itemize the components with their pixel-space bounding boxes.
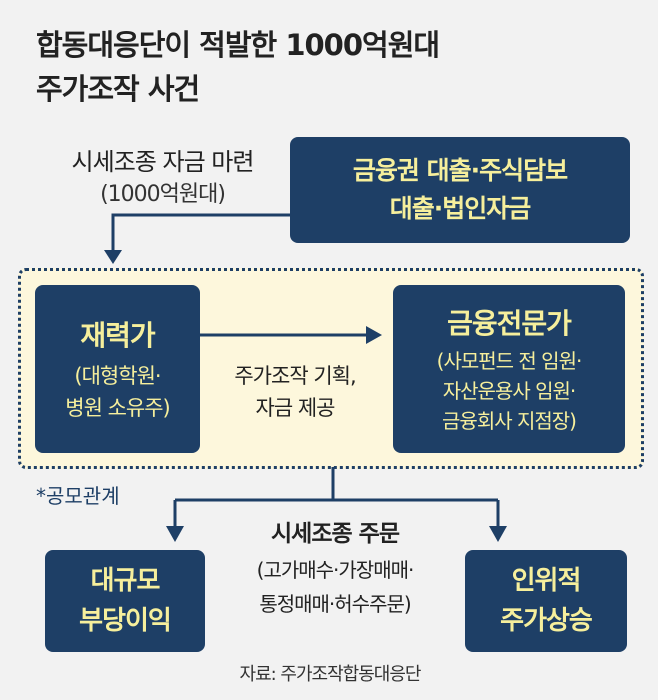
- finance-expert-line-2: 자산운용사 임원·: [442, 379, 577, 403]
- orders-line-1: (고가매수·가장매매·: [256, 558, 415, 582]
- price-rise-box: 인위적 주가상승: [465, 550, 627, 652]
- illegal-profit-line-2: 부당이익: [79, 606, 172, 636]
- orders-title: 시세조종 주문: [271, 521, 400, 547]
- funding-source-line-2: 대출·법인자금: [389, 194, 531, 223]
- financier-line-2: 병원 소유주): [65, 396, 170, 420]
- funding-amount: (1000억원대): [100, 182, 226, 207]
- planning-line-1: 주가조작 기획,: [234, 364, 356, 388]
- financier-line-1: (대형학원·: [74, 364, 161, 388]
- orders-detail: (고가매수·가장매매· 통정매매·허수주문): [205, 553, 465, 621]
- source-note: 자료: 주가조작합동대응단: [239, 664, 422, 685]
- finance-expert-line-1: (사모펀드 전 임원·: [436, 349, 583, 373]
- price-rise-line-1: 인위적: [511, 566, 582, 596]
- finance-expert-box: 금융전문가 (사모펀드 전 임원· 자산운용사 임원· 금융회사 지점장): [393, 285, 625, 453]
- planning-label: 주가조작 기획, 자금 제공: [200, 360, 390, 424]
- finance-expert-line-3: 금융회사 지점장): [442, 409, 577, 433]
- funding-label: 시세조종 자금 마련: [71, 148, 255, 176]
- planning-line-2: 자금 제공: [255, 396, 336, 420]
- funding-source-line-1: 금융권 대출·주식담보: [352, 156, 568, 185]
- price-rise-line-2: 주가상승: [500, 606, 593, 636]
- order-arrows: [173, 467, 500, 528]
- illegal-profit-box: 대규모 부당이익: [45, 550, 205, 652]
- funding-source-box: 금융권 대출·주식담보 대출·법인자금: [290, 137, 630, 243]
- illegal-profit-line-1: 대규모: [90, 566, 161, 596]
- title-line-2: 주가조작 사건: [36, 72, 200, 106]
- finance-expert-title: 금융전문가: [447, 307, 572, 340]
- conspiracy-note: *공모관계: [36, 484, 120, 508]
- financier-box: 재력가 (대형학원· 병원 소유주): [35, 285, 200, 453]
- financier-title: 재력가: [80, 319, 155, 352]
- funding-arrow: [111, 213, 290, 252]
- title-line-1: 합동대응단이 적발한 1000억원대: [36, 28, 440, 62]
- orders-line-2: 통정매매·허수주문): [259, 592, 411, 616]
